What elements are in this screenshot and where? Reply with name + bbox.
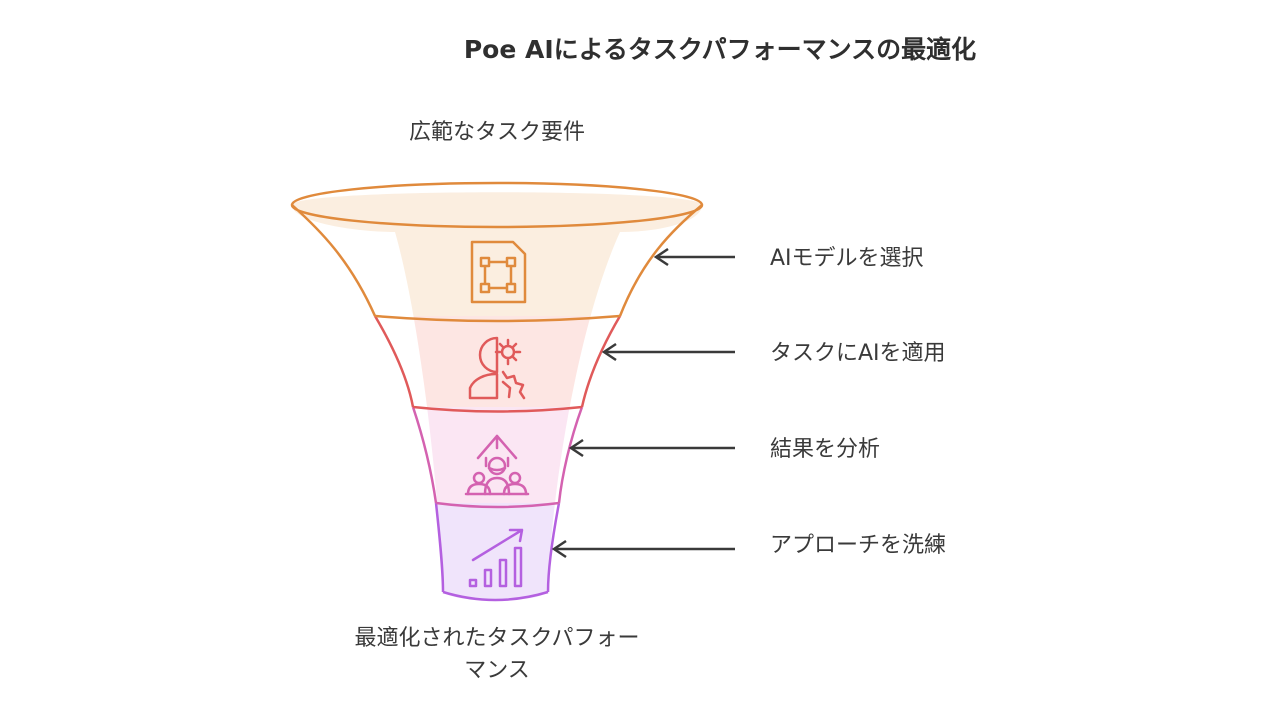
stage-label-analyze: 結果を分析 <box>770 437 880 462</box>
funnel-outline <box>290 181 704 602</box>
growth-chart-icon <box>468 528 524 588</box>
bottom-label-line-2: マンス <box>464 658 530 683</box>
band-analyze <box>292 407 702 503</box>
stage-arrows <box>551 247 735 559</box>
funnel-left-purple <box>434 502 445 593</box>
stage-label-apply-ai: タスクにAIを適用 <box>770 341 946 366</box>
arrow-apply-ai <box>601 342 735 362</box>
human-gear-icon <box>468 336 526 400</box>
band-select-model <box>292 192 702 316</box>
top-label: 広範なタスク要件 <box>409 120 585 145</box>
funnel-right-red <box>580 315 622 408</box>
funnel-left-orange <box>291 204 377 317</box>
divider-1 <box>374 314 621 323</box>
arrow-refine <box>551 539 735 559</box>
stage-label-refine: アプローチを洗練 <box>770 533 946 558</box>
funnel-bottom <box>442 590 549 602</box>
arrow-analyze <box>568 438 735 458</box>
funnel-left-red <box>373 315 415 408</box>
arrow-select-model <box>653 247 735 267</box>
team-growth-icon <box>464 434 530 496</box>
band-apply-ai <box>292 316 702 407</box>
funnel-right-orange <box>618 204 703 317</box>
funnel-right-purple <box>546 502 561 593</box>
band-refine <box>292 503 702 601</box>
ai-chip-icon <box>470 240 527 304</box>
funnel-right-pink <box>557 406 584 504</box>
diagram-title: Poe AIによるタスクパフォーマンスの最適化 <box>464 35 976 64</box>
funnel-left-pink <box>411 406 438 504</box>
divider-3 <box>435 501 560 509</box>
stage-label-select-model: AIモデルを選択 <box>770 246 924 271</box>
divider-2 <box>412 405 583 413</box>
bottom-label-line-1: 最適化されたタスクパフォー <box>355 626 640 651</box>
